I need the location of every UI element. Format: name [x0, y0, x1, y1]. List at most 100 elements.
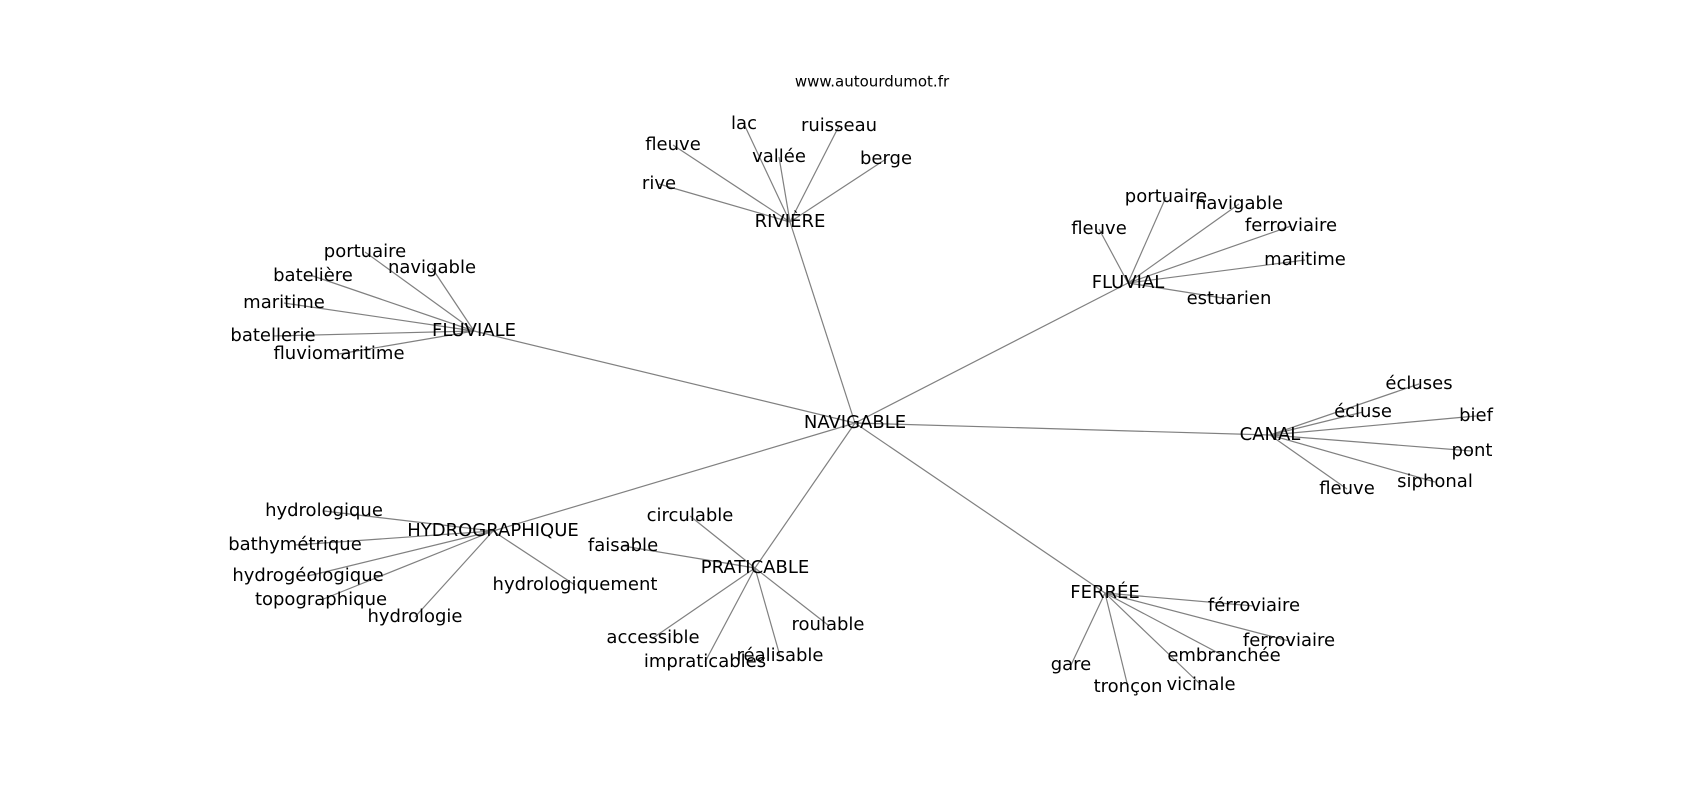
edge-fluviale-bateliere: [312, 275, 475, 332]
edge-riviere-fleuve: [672, 144, 791, 223]
graph-labels: www.autourdumot.fr NAVIGABLE RIVIÈRE lac ru…: [228, 73, 1493, 698]
edge-canal-bief: [1269, 415, 1477, 436]
edge-center-fluvial: [854, 282, 1129, 424]
leaf-node-praticable-realisable[interactable]: réalisable: [736, 645, 823, 666]
leaf-node-praticable-roulable[interactable]: roulable: [792, 614, 865, 635]
graph-edges: [272, 123, 1477, 688]
edge-canal-ecluse: [1269, 411, 1364, 436]
leaf-node-canal-ecluses[interactable]: écluses: [1385, 373, 1452, 394]
leaf-node-riviere-berge[interactable]: berge: [860, 148, 912, 169]
leaf-node-hydrographique-hydrologie[interactable]: hydrologie: [367, 606, 462, 627]
leaf-node-praticable-faisable[interactable]: faisable: [588, 535, 658, 556]
edge-fluviale-batellerie: [272, 330, 475, 337]
hub-node-riviere[interactable]: RIVIÈRE: [755, 210, 826, 232]
leaf-node-ferree-troncon[interactable]: tronçon: [1094, 676, 1163, 697]
edge-canal-fleuve: [1269, 434, 1348, 490]
edge-riviere-rive: [658, 183, 791, 223]
edge-ferree-ferroviaire: [1104, 592, 1290, 642]
leaf-node-ferree-vicinale[interactable]: vicinale: [1166, 674, 1235, 695]
edge-center-ferree: [854, 422, 1106, 594]
edge-fluvial-fleuve: [1098, 228, 1129, 284]
edge-praticable-roulable: [754, 567, 829, 626]
site-url[interactable]: www.autourdumot.fr: [795, 73, 950, 91]
edge-ferree-vicinale: [1104, 592, 1202, 686]
leaf-node-fluviale-portuaire[interactable]: portuaire: [324, 241, 406, 262]
leaf-node-riviere-vallee[interactable]: vallée: [752, 146, 806, 167]
center-node[interactable]: NAVIGABLE: [804, 412, 906, 433]
edge-center-canal: [854, 422, 1271, 436]
edge-hydrographique-hydrogeologique: [307, 530, 494, 577]
leaf-node-fluvial-navigable[interactable]: navigable: [1195, 193, 1283, 214]
edge-ferree-troncon: [1104, 592, 1129, 688]
leaf-node-hydrographique-hydrogeologique[interactable]: hydrogéologique: [232, 565, 383, 586]
hub-node-fluviale[interactable]: FLUVIALE: [432, 320, 516, 341]
edge-center-fluviale: [473, 330, 856, 424]
leaf-node-fluviale-navigable[interactable]: navigable: [388, 257, 476, 278]
leaf-node-praticable-accessible[interactable]: accessible: [606, 627, 699, 648]
edge-center-praticable: [754, 422, 856, 569]
leaf-node-praticable-impraticables[interactable]: impraticables: [644, 651, 766, 672]
leaf-node-canal-siphonal[interactable]: siphonal: [1397, 471, 1473, 492]
leaf-node-ferree-ferroviaire[interactable]: férroviaire: [1208, 595, 1300, 616]
edge-hydrographique-hydrologie: [414, 530, 494, 618]
leaf-node-fluvial-ferroviaire[interactable]: ferroviaire: [1245, 215, 1337, 236]
leaf-node-fluviale-maritime[interactable]: maritime: [243, 292, 325, 313]
edge-canal-pont: [1269, 434, 1473, 452]
leaf-node-hydrographique-topographique[interactable]: topographique: [255, 589, 387, 610]
leaf-node-hydrographique-hydrologiquement[interactable]: hydrologiquement: [493, 574, 658, 595]
edge-fluvial-navigable: [1127, 203, 1240, 284]
edge-riviere-lac: [743, 123, 791, 223]
leaf-node-hydrographique-bathymetrique[interactable]: bathymétrique: [228, 534, 362, 555]
edge-praticable-impraticables: [704, 567, 756, 663]
hub-node-hydrographique[interactable]: HYDROGRAPHIQUE: [407, 520, 579, 541]
edge-fluvial-ferroviaire: [1127, 225, 1292, 284]
edge-center-hydrographique: [492, 422, 856, 532]
edge-ferree-embranchee: [1104, 592, 1225, 657]
leaf-node-fluvial-portuaire[interactable]: portuaire: [1125, 186, 1207, 207]
edge-praticable-accessible: [652, 567, 756, 639]
hub-node-praticable[interactable]: PRATICABLE: [701, 557, 809, 578]
edge-ferree-gare: [1070, 592, 1106, 666]
leaf-node-fluviale-bateliere[interactable]: batelière: [273, 265, 353, 286]
edge-hydrographique-topographique: [320, 530, 494, 601]
edge-fluviale-navigable: [431, 267, 475, 332]
leaf-node-canal-bief[interactable]: bief: [1459, 405, 1494, 426]
leaf-node-fluvial-maritime[interactable]: maritime: [1264, 249, 1346, 270]
hub-node-ferree[interactable]: FERRÉE: [1070, 581, 1140, 603]
leaf-node-riviere-lac[interactable]: lac: [731, 113, 757, 134]
edge-praticable-realisable: [754, 567, 781, 657]
leaf-node-riviere-fleuve[interactable]: fleuve: [645, 134, 701, 155]
leaf-node-hydrographique-hydrologique[interactable]: hydrologique: [265, 500, 383, 521]
edge-fluvial-portuaire: [1127, 196, 1167, 284]
leaf-node-fluviale-batellerie[interactable]: batellerie: [230, 325, 315, 346]
leaf-node-praticable-circulable[interactable]: circulable: [647, 505, 734, 526]
edge-canal-ecluses: [1269, 383, 1420, 436]
leaf-node-fluvial-fleuve[interactable]: fleuve: [1071, 218, 1127, 239]
leaf-node-fluvial-estuarien[interactable]: estuarien: [1187, 288, 1272, 309]
edge-fluviale-portuaire: [364, 251, 475, 332]
leaf-node-canal-ecluse[interactable]: écluse: [1334, 401, 1392, 422]
edge-fluvial-maritime: [1127, 259, 1306, 284]
leaf-node-ferree-ferroviaire[interactable]: ferroviaire: [1243, 630, 1335, 651]
edge-fluvial-estuarien: [1127, 282, 1230, 300]
edge-fluviale-fluviomaritime: [338, 330, 475, 355]
leaf-node-riviere-ruisseau[interactable]: ruisseau: [801, 115, 877, 136]
edge-fluviale-maritime: [283, 302, 475, 332]
edge-praticable-circulable: [689, 515, 756, 569]
leaf-node-canal-fleuve[interactable]: fleuve: [1319, 478, 1375, 499]
edge-hydrographique-hydrologique: [323, 510, 494, 532]
leaf-node-canal-pont[interactable]: pont: [1452, 440, 1493, 461]
hub-node-fluvial[interactable]: FLUVIAL: [1092, 272, 1165, 293]
edge-praticable-faisable: [622, 545, 756, 569]
edge-canal-siphonal: [1269, 434, 1436, 483]
edge-riviere-vallee: [778, 156, 791, 223]
leaf-node-ferree-embranchee[interactable]: embranchée: [1167, 645, 1280, 666]
leaf-node-ferree-gare[interactable]: gare: [1051, 654, 1092, 675]
edge-riviere-berge: [789, 158, 887, 223]
hub-node-canal[interactable]: CANAL: [1240, 424, 1301, 445]
edge-hydrographique-bathymetrique: [294, 530, 494, 546]
leaf-node-fluviale-fluviomaritime[interactable]: fluviomaritime: [273, 343, 404, 364]
edge-center-riviere: [789, 221, 856, 424]
leaf-node-riviere-rive[interactable]: rive: [642, 173, 676, 194]
